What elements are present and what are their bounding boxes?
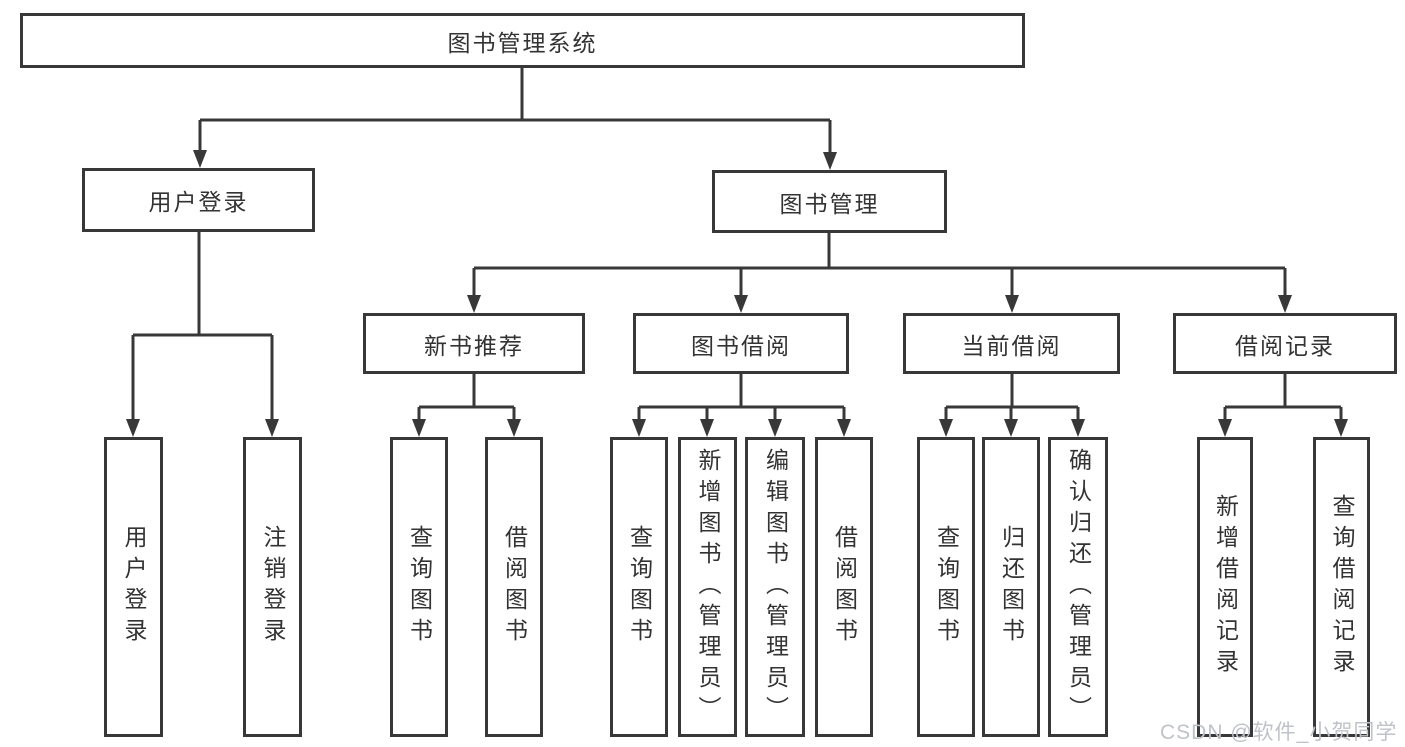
- node-label: 图书管理系统: [447, 29, 598, 56]
- node-book-management: 图书管理: [712, 170, 947, 233]
- node-label: 图书借阅: [691, 332, 791, 359]
- node-label: 编辑图书（管理员）: [762, 447, 789, 727]
- connector-borrow-record-branch: [1218, 374, 1348, 437]
- node-current-borrow: 当前借阅: [903, 313, 1120, 374]
- node-user-login: 用户登录: [82, 168, 315, 232]
- node-query-borrow-record: 查询借阅记录: [1313, 437, 1370, 737]
- node-library-system: 图书管理系统: [20, 13, 1025, 68]
- node-label: 查询借阅记录: [1329, 494, 1355, 680]
- node-add-borrow-record: 新增借阅记录: [1197, 437, 1253, 737]
- node-book-borrow: 图书借阅: [633, 313, 849, 374]
- node-label: 借阅图书: [501, 525, 528, 649]
- node-label: 归还图书: [998, 525, 1025, 649]
- node-confirm-return-admin: 确认归还（管理员）: [1048, 437, 1108, 737]
- node-borrow-records: 借阅记录: [1173, 313, 1397, 374]
- node-borrow-books: 借阅图书: [815, 437, 873, 737]
- connector-root: [193, 68, 837, 170]
- connector-current-borrow-branch: [939, 374, 1085, 437]
- node-label: 借阅图书: [831, 525, 858, 649]
- node-label: 新增图书（管理员）: [695, 447, 721, 727]
- node-label: 用户登录: [148, 189, 249, 215]
- node-label: 新增借阅记录: [1212, 494, 1239, 680]
- node-label: 借阅记录: [1235, 332, 1335, 359]
- node-label: 新书推荐: [424, 332, 524, 359]
- node-label: 确认归还（管理员）: [1065, 447, 1092, 727]
- node-borrow-books-recommend: 借阅图书: [485, 437, 543, 737]
- node-label: 查询图书: [626, 525, 653, 649]
- node-return-book: 归还图书: [982, 437, 1040, 737]
- connector-book-management-branch: [467, 233, 1292, 313]
- node-label: 查询图书: [933, 525, 960, 649]
- node-label: 查询图书: [406, 525, 433, 649]
- node-label: 注销登录: [260, 525, 286, 649]
- connector-book-borrow-branch: [632, 374, 851, 437]
- node-new-book-recommend: 新书推荐: [363, 313, 585, 374]
- connector-new-book-branch: [412, 374, 521, 437]
- node-logout: 注销登录: [243, 437, 302, 737]
- node-label: 图书管理: [779, 190, 880, 217]
- node-label: 用户登录: [121, 525, 147, 649]
- node-query-books-recommend: 查询图书: [390, 437, 448, 737]
- node-label: 当前借阅: [961, 332, 1062, 359]
- node-query-books-current: 查询图书: [917, 437, 975, 737]
- node-query-books-borrow: 查询图书: [610, 437, 668, 737]
- node-add-book-admin: 新增图书（管理员）: [678, 437, 737, 737]
- connector-user-login-branch: [126, 232, 279, 437]
- node-user-login-leaf: 用户登录: [104, 437, 163, 737]
- node-edit-book-admin: 编辑图书（管理员）: [745, 437, 805, 737]
- watermark-csdn: CSDN @软件_小贺同学: [1160, 721, 1398, 744]
